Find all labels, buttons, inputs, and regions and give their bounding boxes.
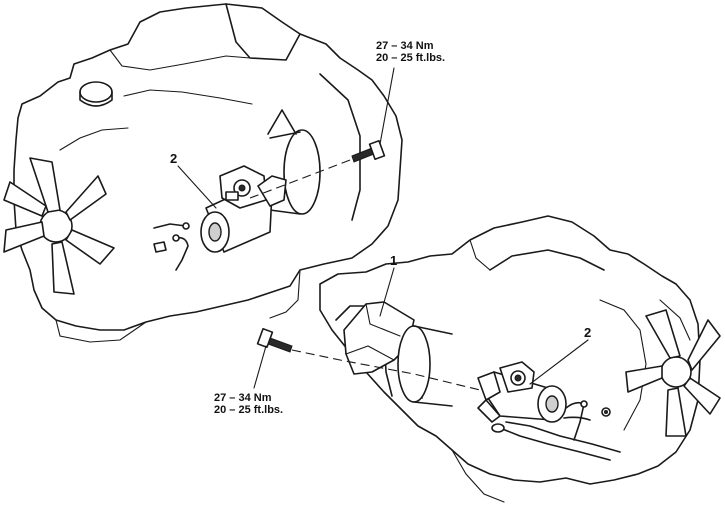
upper-starter-motor bbox=[200, 165, 287, 253]
lower-assembly-line bbox=[291, 349, 481, 391]
upper-engine-outline bbox=[13, 3, 403, 343]
lower-mounting-flange bbox=[397, 325, 453, 407]
torque-lower-ftlbs: 20 – 25 ft.lbs. bbox=[214, 404, 284, 416]
torque-upper-ftlbs: 20 – 25 ft.lbs. bbox=[376, 52, 446, 64]
lower-starter-motor bbox=[477, 361, 567, 423]
callout-starter-bottom: 2 bbox=[584, 325, 592, 340]
torque-spec-lower: 27 – 34 Nm 20 – 25 ft.lbs. bbox=[214, 392, 283, 416]
torque-lower-nm: 27 – 34 Nm bbox=[214, 392, 272, 404]
upper-assembly-line bbox=[249, 159, 351, 199]
lower-torque-leader bbox=[253, 345, 267, 389]
shield-leader bbox=[379, 267, 395, 317]
upper-starter-wires bbox=[153, 222, 190, 271]
lower-starter-leader bbox=[529, 339, 589, 385]
callout-starter-top: 2 bbox=[170, 151, 178, 166]
upper-starter-leader bbox=[177, 165, 217, 209]
upper-oil-filler-cap bbox=[79, 81, 113, 107]
torque-spec-upper: 27 – 34 Nm 20 – 25 ft.lbs. bbox=[376, 40, 445, 64]
lower-starter-wires bbox=[491, 400, 621, 461]
upper-mounting-flange bbox=[267, 109, 321, 215]
upper-bolt bbox=[351, 139, 386, 163]
upper-cooling-fan bbox=[3, 157, 115, 295]
upper-torque-leader bbox=[379, 67, 395, 145]
callout-heat-shield: 1 bbox=[390, 253, 398, 268]
torque-upper-nm: 27 – 34 Nm bbox=[376, 40, 434, 52]
lower-cooling-fan bbox=[625, 309, 721, 437]
lower-bolt bbox=[256, 327, 293, 353]
